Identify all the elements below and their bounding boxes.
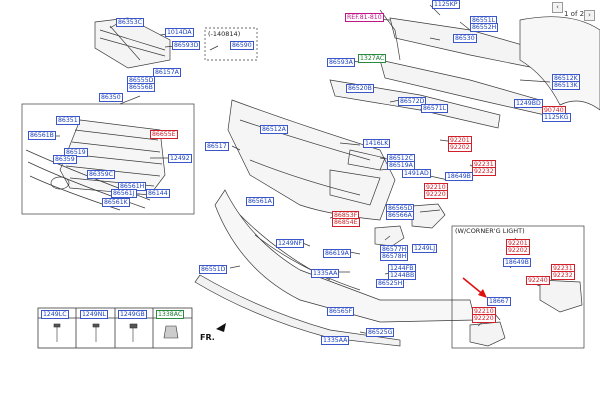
part-label[interactable]: 1327AC	[358, 54, 387, 63]
part-label[interactable]: 86513K	[552, 81, 580, 90]
fastener-header[interactable]: 1249LC	[41, 310, 69, 319]
grille-cover-part	[94, 17, 171, 69]
part-label[interactable]: 92220	[472, 314, 496, 323]
corner-light-note: (W/CORNER'G LIGHT)	[455, 227, 525, 235]
part-label[interactable]: 1014DA	[165, 28, 194, 37]
part-label[interactable]: 86359C	[87, 170, 116, 179]
part-label[interactable]: 86571L	[421, 104, 449, 113]
fastener-header[interactable]: 1249GB	[118, 310, 147, 319]
part-label-highlighted[interactable]: 18667	[487, 297, 511, 306]
part-label[interactable]: 86517	[205, 142, 229, 151]
part-label[interactable]: 92240	[526, 276, 550, 285]
chevron-left-icon[interactable]: ‹	[552, 2, 563, 13]
part-label[interactable]: 86525G	[366, 328, 395, 337]
dashed-box	[204, 27, 258, 61]
part-label[interactable]: 86512A	[260, 125, 288, 134]
corner-lamp-part	[539, 279, 583, 313]
fastener-header[interactable]: 1249NL	[80, 310, 108, 319]
part-label[interactable]: 1335AA	[311, 269, 340, 278]
fog-lamp-part	[411, 203, 446, 229]
part-label[interactable]: 86144	[146, 189, 170, 198]
part-label[interactable]: 18649B	[503, 258, 531, 267]
part-label[interactable]: 92220	[424, 190, 448, 199]
part-label[interactable]: 86566A	[386, 211, 414, 220]
lower-bumper-part	[214, 189, 476, 323]
part-label[interactable]: 86561J	[111, 189, 137, 198]
part-label[interactable]: 86359	[53, 155, 77, 164]
screw-icon	[53, 323, 179, 342]
chevron-right-icon[interactable]: ›	[584, 10, 595, 21]
part-label[interactable]: 86593D	[172, 41, 201, 50]
corner-cover-part	[469, 321, 506, 347]
part-label[interactable]: 86556B	[127, 83, 155, 92]
part-label[interactable]: 86590	[230, 41, 254, 50]
part-label[interactable]: 86854E	[332, 218, 360, 227]
part-label[interactable]: 1416LK	[363, 139, 391, 148]
part-label[interactable]: 86351	[56, 116, 80, 125]
part-label[interactable]: 1249NF	[276, 239, 304, 248]
part-label[interactable]: 86519A	[387, 161, 415, 170]
part-label[interactable]: 86350	[99, 93, 123, 102]
part-label[interactable]: 86525H	[376, 279, 405, 288]
lip-spoiler-part	[194, 274, 401, 347]
part-label[interactable]: 1249LJ	[412, 244, 438, 253]
part-label[interactable]: 86561K	[102, 198, 130, 207]
part-label[interactable]: 86565F	[327, 307, 355, 316]
part-label[interactable]: 1335AA	[321, 336, 350, 345]
part-label[interactable]: 86561A	[246, 197, 274, 206]
date-code-note: (-140814)	[208, 30, 241, 38]
part-label[interactable]: 92232	[472, 167, 496, 176]
part-label[interactable]: 86551D	[199, 265, 228, 274]
fender-part	[519, 16, 600, 111]
page-indicator: 1 of 2	[564, 10, 585, 18]
part-label[interactable]: 1125KG	[542, 113, 571, 122]
part-label[interactable]: 92202	[506, 246, 530, 255]
part-label[interactable]: 86572D	[398, 97, 427, 106]
corner-light-box	[451, 225, 585, 349]
part-label[interactable]: 12492	[168, 154, 192, 163]
part-label[interactable]: 86593A	[327, 58, 355, 67]
fastener-header[interactable]: 1338AC	[156, 310, 185, 319]
part-label[interactable]: 86561B	[28, 131, 56, 140]
part-label[interactable]: 92202	[448, 143, 472, 152]
part-label[interactable]: 18649B	[445, 172, 473, 181]
part-label[interactable]: 86619A	[323, 249, 351, 258]
grille-assembly-box	[21, 103, 195, 215]
part-label[interactable]: 1491AD	[402, 169, 431, 178]
part-label[interactable]: 86520B	[346, 84, 374, 93]
part-label[interactable]: 86530	[453, 34, 477, 43]
part-label[interactable]: 1125KP	[432, 0, 460, 9]
part-label[interactable]: 86552H	[470, 23, 499, 32]
part-label[interactable]: 86353C	[116, 18, 145, 27]
part-label[interactable]: 86655E	[150, 130, 178, 139]
part-label[interactable]: 86157A	[153, 68, 181, 77]
front-arrow-icon	[216, 323, 226, 332]
part-label[interactable]: 1249BD	[514, 99, 543, 108]
annotation-arrowhead-icon	[478, 289, 487, 298]
part-label[interactable]: 86578H	[380, 252, 409, 261]
part-label[interactable]: REF.81-810	[345, 13, 384, 22]
front-indicator: FR.	[200, 333, 215, 342]
part-label[interactable]: 92232	[551, 271, 575, 280]
